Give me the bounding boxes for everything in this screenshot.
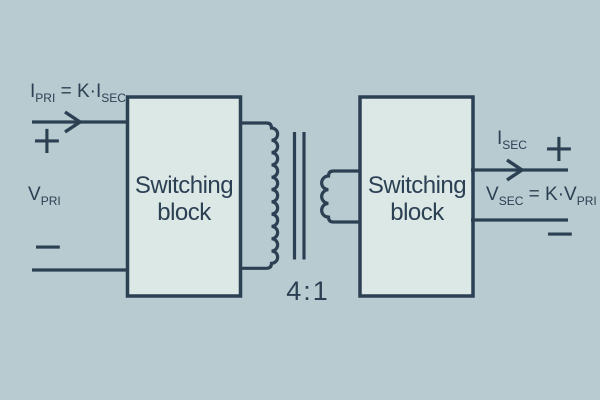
primary-plus-sign: + [31,118,63,162]
transformer-ratio-label: 4:1 [286,276,330,306]
secondary-current-label: ISEC [497,128,527,152]
primary-voltage-symbol: V [28,184,41,205]
primary-block-label: Switching block [134,172,234,226]
transformer-primary-coil [240,121,280,270]
primary-current-equation-sub: SEC [101,90,126,105]
primary-current-equation: = K·I [55,81,102,102]
primary-switching-block [125,95,243,298]
primary-current-symbol-sub: PRI [35,90,56,105]
secondary-voltage-symbol-sub: SEC [498,193,524,208]
secondary-voltage-label: VSEC = K·VPRI [486,184,597,208]
secondary-current-symbol: I [497,128,503,149]
secondary-block-label: Switching block [367,172,467,226]
primary-minus-sign: − [32,224,64,268]
secondary-current-arrow-icon [506,158,526,182]
secondary-voltage-equation-sub: PRI [576,193,597,208]
primary-voltage-symbol-sub: PRI [40,193,61,208]
secondary-voltage-symbol: V [486,184,499,205]
primary-current-arrow-icon [64,110,84,134]
primary-voltage-label: VPRI [28,184,61,208]
transformer-secondary-coil [320,169,360,224]
secondary-minus-sign: − [544,211,576,255]
primary-current-label: IPRI = K·ISEC [30,81,126,105]
secondary-switching-block [358,95,475,298]
primary-current-symbol: I [30,81,36,102]
secondary-plus-sign: + [543,126,575,170]
secondary-current-symbol-sub: SEC [502,137,527,152]
secondary-voltage-equation: = K·V [523,184,577,205]
